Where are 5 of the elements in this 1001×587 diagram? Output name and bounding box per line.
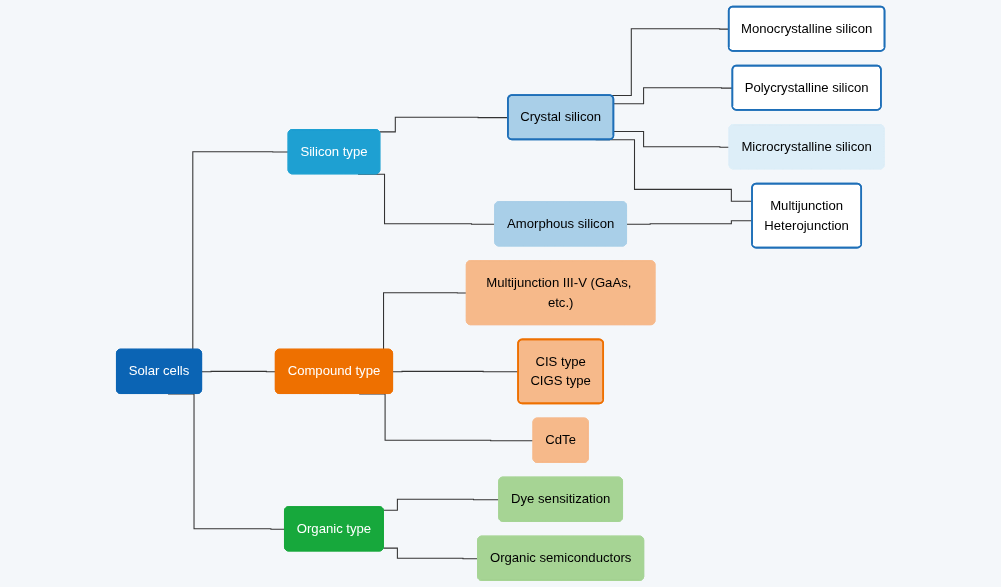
connector (626, 220, 753, 225)
connector (201, 370, 277, 373)
connector (383, 547, 479, 560)
connector (383, 498, 500, 511)
connector (613, 130, 731, 148)
